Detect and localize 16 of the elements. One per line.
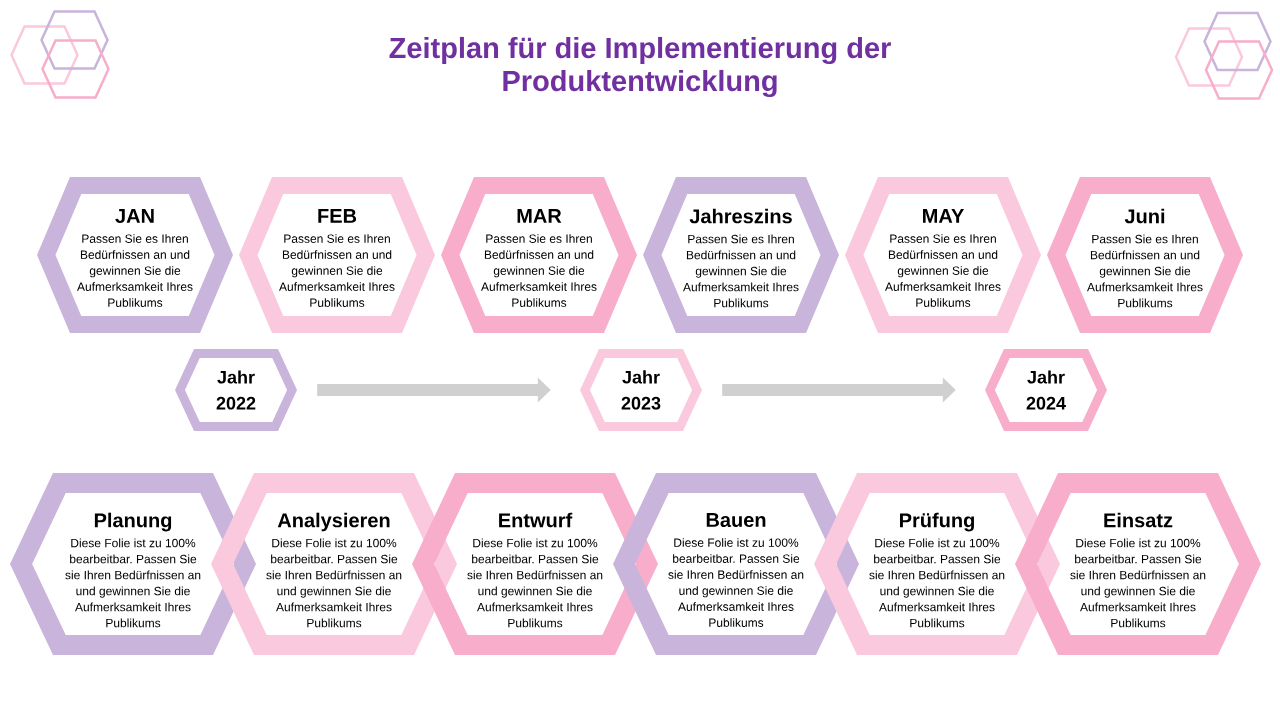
hexagon-card: JAN Passen Sie es Ihren Bedürfnissen an und gewinnen Sie die Aufmerksamkeit Ihres Publikums <box>37 177 233 333</box>
year-hexagon: Jahr 2022 <box>175 349 297 431</box>
hexagon-card: Analysieren Diese Folie ist zu 100% bearbeitbar. Passen Sie sie Ihren Bedürfnissen an und gewinnen Sie die Aufmerksamkeit Ihres Publikums <box>211 473 457 655</box>
hexagon-card: Planung Diese Folie ist zu 100% bearbeitbar. Passen Sie sie Ihren Bedürfnissen an und gewinnen Sie die Aufmerksamkeit Ihres Publikums <box>10 473 256 655</box>
hexagon-card: FEB Passen Sie es Ihren Bedürfnissen an und gewinnen Sie die Aufmerksamkeit Ihres Publikums <box>239 177 435 333</box>
hexagon-card: Juni Passen Sie es Ihren Bedürfnissen an und gewinnen Sie die Aufmerksamkeit Ihres Publikums <box>1047 177 1243 333</box>
hexagon-card: Entwurf Diese Folie ist zu 100% bearbeitbar. Passen Sie sie Ihren Bedürfnissen an und gewinnen Sie die Aufmerksamkeit Ihres Publikums <box>412 473 658 655</box>
year-hexagon: Jahr 2023 <box>580 349 702 431</box>
hexagon-card: Jahreszins Passen Sie es Ihren Bedürfnissen an und gewinnen Sie die Aufmerksamkeit Ihres Publikums <box>643 177 839 333</box>
year-hexagon: Jahr 2024 <box>985 349 1107 431</box>
hexagon-card: Prüfung Diese Folie ist zu 100% bearbeitbar. Passen Sie sie Ihren Bedürfnissen an und gewinnen Sie die Aufmerksamkeit Ihres Publikums <box>814 473 1060 655</box>
title: Zeitplan für die Implementierung der Produktentwicklung <box>389 36 891 98</box>
hexagon-card: MAY Passen Sie es Ihren Bedürfnissen an und gewinnen Sie die Aufmerksamkeit Ihres Publikums <box>845 177 1041 333</box>
hexagon-card: Einsatz Diese Folie ist zu 100% bearbeitbar. Passen Sie sie Ihren Bedürfnissen an und gewinnen Sie die Aufmerksamkeit Ihres Publikums <box>1015 473 1261 655</box>
hexagon-card: Bauen Diese Folie ist zu 100% bearbeitbar. Passen Sie sie Ihren Bedürfnissen an und gewinnen Sie die Aufmerksamkeit Ihres Publikums <box>613 473 859 655</box>
hexagon-card: MAR Passen Sie es Ihren Bedürfnissen an und gewinnen Sie die Aufmerksamkeit Ihres Publikums <box>441 177 637 333</box>
